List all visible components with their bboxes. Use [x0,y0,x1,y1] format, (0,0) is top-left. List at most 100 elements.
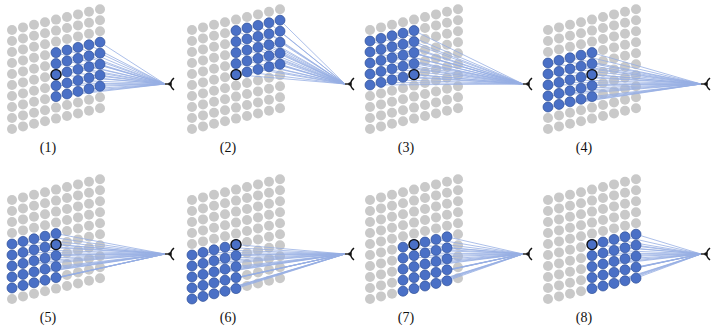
grid-dot [387,256,397,266]
grid-dot [365,25,375,35]
grid-dot [398,264,408,274]
selected-dot [62,89,72,99]
grid-dot [7,294,17,304]
sight-line [592,64,701,84]
grid-dot [554,121,564,131]
grid-dot [376,44,386,54]
grid-dot [264,18,274,28]
sight-line [392,36,523,84]
sight-line [236,254,345,256]
grid-dot [220,231,230,241]
panel-figure [543,174,710,304]
grid-dot [387,234,397,244]
grid-dot [453,196,463,206]
grid-dot [187,25,197,35]
grid-dot [620,221,630,231]
grid-dot [376,66,386,76]
grid-dot [40,50,50,60]
grid-dot [198,258,208,268]
grid-dot [40,83,50,93]
grid-dot [431,97,441,107]
grid-dot [242,182,252,192]
selected-dot [62,56,72,66]
grid-dot [398,275,408,285]
selected-dot [7,261,17,271]
grid-dot [387,223,397,233]
grid-dot [73,20,83,30]
sight-line [581,55,701,84]
selected-dot [543,69,553,79]
grid-dot [420,193,430,203]
grid-dot [51,284,61,294]
grid-dot [264,51,274,61]
selected-dot [409,262,419,272]
selected-dot [543,102,553,112]
selected-dot [253,31,263,41]
grid-dot [40,39,50,49]
selected-dot [631,229,641,239]
sight-line [447,237,523,254]
selected-dot [631,251,641,261]
grid-dot [62,226,72,236]
sight-line [370,52,523,84]
grid-dot [387,190,397,200]
grid-dot [631,185,641,195]
grid-dot [609,179,619,189]
grid-dot [420,100,430,110]
grid-dot [365,217,375,227]
selected-dot [231,48,241,58]
grid-dot [29,278,39,288]
grid-dot [409,70,419,80]
grid-dot [409,81,419,91]
sight-line [56,254,165,278]
grid-dot [51,81,61,91]
grid-dot [62,215,72,225]
grid-dot [420,237,430,247]
sight-line [403,254,523,291]
grid-dot [51,218,61,228]
grid-dot [576,72,586,82]
grid-dot [376,33,386,43]
grid-dot [398,105,408,115]
grid-dot [576,286,586,296]
selected-dot [209,245,219,255]
grid-dot [220,275,230,285]
sight-line [45,254,165,280]
sight-line [636,245,701,254]
grid-dot [376,269,386,279]
selected-dot [631,273,641,283]
grid-dot [95,26,105,36]
grid-dot [365,36,375,46]
grid-dot [209,245,219,255]
grid-dot [631,262,641,272]
grid-dot [576,220,586,230]
selected-dot [598,259,608,269]
grid-dot [18,55,28,65]
sight-line [203,254,345,296]
grid-dot [587,70,597,80]
grid-dot [18,99,28,109]
selected-dot [609,278,619,288]
grid-dot [95,229,105,239]
grid-dot [51,70,61,80]
grid-dot [631,4,641,14]
selected-dot [409,284,419,294]
grid-dot [365,294,375,304]
grid-dot [62,111,72,121]
selected-dot [387,42,397,52]
grid-dot [275,218,285,228]
sight-line [381,49,523,84]
grid-dot [7,80,17,90]
grid-dot [453,174,463,184]
grid-dot [198,121,208,131]
grid-dot [620,276,630,286]
grid-dot [275,174,285,184]
selected-dot [51,92,61,102]
grid-dot [253,31,263,41]
grid-dot [365,272,375,282]
selected-dot [84,73,94,83]
grid-dot [442,265,452,275]
grid-dot [187,69,197,79]
grid-dot [40,231,50,241]
selected-dot [398,264,408,274]
